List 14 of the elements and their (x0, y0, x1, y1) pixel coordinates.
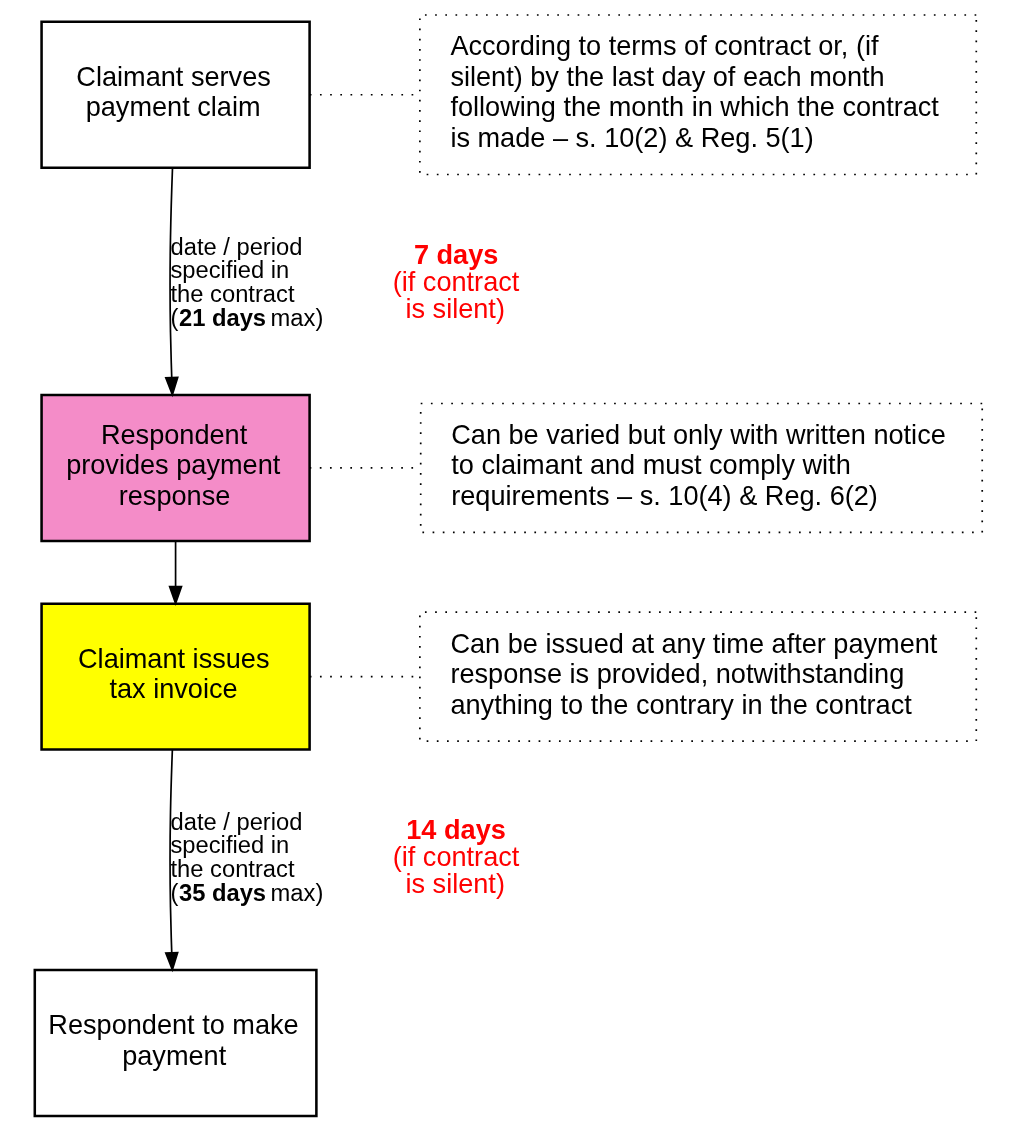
node-box: Can be varied but only with written notice to claimant and must comply with requirements – s. 10(4) & Reg. 6(2) (419, 402, 983, 534)
arrow (164, 167, 179, 398)
node-box: Claimant serves payment claim (39, 20, 311, 169)
node-box: Can be issued at any time after payment response is provided, notwithstanding anything to the contrary in the contract (418, 611, 977, 742)
node-box: Claimant issues tax invoice (39, 602, 311, 751)
node-box: According to terms of contract or, (if silent) by the last day of each month following the month in which the contract is made – s. 10(2) & Reg. 5(1) (418, 14, 977, 176)
label: 7 days (413, 239, 498, 271)
edge-label: date / period specified in the contract (35 days max) (170, 808, 323, 906)
edge-label: date / period specified in the contract (21 days max) (170, 233, 323, 331)
arrow (167, 540, 183, 607)
node-box: Respondent to make payment (33, 968, 318, 1118)
label: 14 days (405, 814, 506, 846)
arrow (164, 749, 179, 973)
node-box: Respondent provides payment response (39, 393, 311, 543)
